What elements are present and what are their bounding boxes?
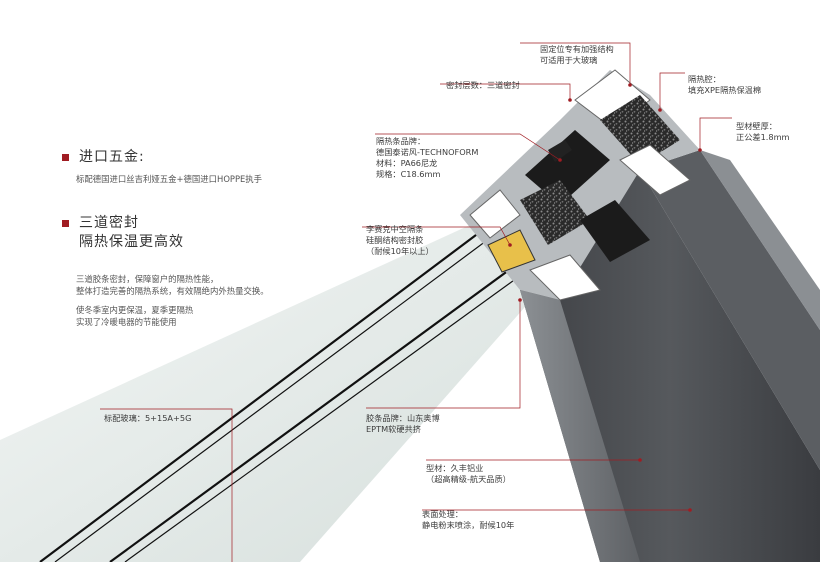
xpe-insulation-foam (520, 180, 590, 245)
section2-para2: 使冬季室内更保温，夏季更隔热 实现了冷暖电器的节能使用 (76, 304, 193, 328)
annotation-spacer: 李赛克中空隔条 硅酮结构密封胶 （耐候10年以上） (366, 224, 434, 257)
thermal-strip (525, 130, 610, 205)
annotation-seal-layers: 密封层数：三道密封 (446, 80, 520, 90)
annotation-line: 型材壁厚： (736, 121, 777, 131)
annotation-line: 静电粉末喷涂，耐候10年 (422, 520, 515, 530)
section1-title: 进口五金: (79, 149, 145, 165)
frame-edge-highlight (700, 150, 820, 330)
profile-cavity (469, 189, 521, 239)
thermal-strip (580, 200, 650, 262)
frame-right-face (640, 150, 820, 470)
annotation-line: 正公差1.8mm (736, 132, 790, 142)
glass-edge-line (109, 261, 521, 562)
annotation-line: 德国泰诺风-TECHNOFORM (376, 147, 479, 157)
annotation-line: 硅酮结构密封胶 (366, 235, 424, 245)
annotation-wall-thickness: 型材壁厚： 正公差1.8mm (736, 121, 790, 143)
annotation-profile: 型材：久丰铝业 （超高精级-航天品质） (426, 463, 511, 485)
annotation-dots (508, 83, 702, 512)
annotation-fixed-position: 固定位专有加强结构 可适用于大玻璃 (540, 44, 614, 66)
annotation-glass: 标配玻璃：5+15A+5G (104, 413, 192, 423)
annotation-gasket: 胶条品牌：山东奥博 EPTM软硬共挤 (366, 413, 440, 435)
annotation-line: 表面处理： (422, 509, 463, 519)
annotation-cavity: 隔热腔： 填充XPE隔热保温棉 (688, 74, 761, 96)
glass-pane (0, 225, 540, 562)
annotation-line: 李赛克中空隔条 (366, 224, 424, 234)
profile-cavity (619, 144, 691, 196)
section1-text: 标配德国进口丝吉利娅五金+德国进口HOPPE执手 (76, 174, 263, 184)
spacer-bar (487, 229, 536, 273)
section2-title-line2: 隔热保温更高效 (79, 234, 184, 250)
glass-edge-line (54, 237, 491, 562)
annotation-line: 型材：久丰铝业 (426, 463, 484, 473)
para-line: 实现了冷暖电器的节能使用 (76, 317, 177, 327)
para-line: 整体打造完善的隔热系统，有效隔绝内外热量交换。 (76, 286, 269, 296)
para-line: 使冬季室内更保温，夏季更隔热 (76, 305, 194, 315)
annotation-line: 隔热条品牌： (376, 136, 426, 146)
annotation-strip: 隔热条品牌： 德国泰诺风-TECHNOFORM 材料：PA66尼龙 规格：C18… (376, 136, 478, 180)
annotation-line: 隔热腔： (688, 74, 721, 84)
annotation-line: 可适用于大玻璃 (540, 55, 598, 65)
glass-edge-line (124, 269, 529, 562)
glass-edge-line (39, 231, 481, 562)
section2-title-line1: 三道密封 (79, 215, 139, 231)
section2-heading: 三道密封 隔热保温更高效 (62, 214, 184, 252)
bullet-icon (62, 154, 69, 161)
section1-heading: 进口五金: (62, 148, 145, 167)
annotation-line: 填充XPE隔热保温棉 (688, 85, 762, 95)
annotation-line: 胶条品牌：山东奥博 (366, 413, 440, 423)
annotation-line: EPTM软硬共挤 (366, 424, 421, 434)
xpe-insulation-foam (600, 95, 680, 165)
annotation-leaders (100, 42, 732, 562)
annotation-line: 规格：C18.6mm (376, 169, 441, 179)
para-line: 三道胶条密封，保障窗户的隔热性能， (76, 274, 219, 284)
profile-cavity (529, 254, 601, 301)
annotation-line: （耐候10年以上） (366, 246, 434, 256)
section2-para1: 三道胶条密封，保障窗户的隔热性能， 整体打造完善的隔热系统，有效隔绝内外热量交换… (76, 273, 269, 297)
annotation-surface: 表面处理： 静电粉末喷涂，耐候10年 (422, 509, 514, 531)
annotation-line: 固定位专有加强结构 (540, 44, 614, 54)
annotation-line: （超高精级-航天品质） (426, 474, 511, 484)
bullet-icon (62, 220, 69, 227)
annotation-line: 材料：PA66尼龙 (376, 158, 438, 168)
frame-side-face (520, 290, 640, 562)
